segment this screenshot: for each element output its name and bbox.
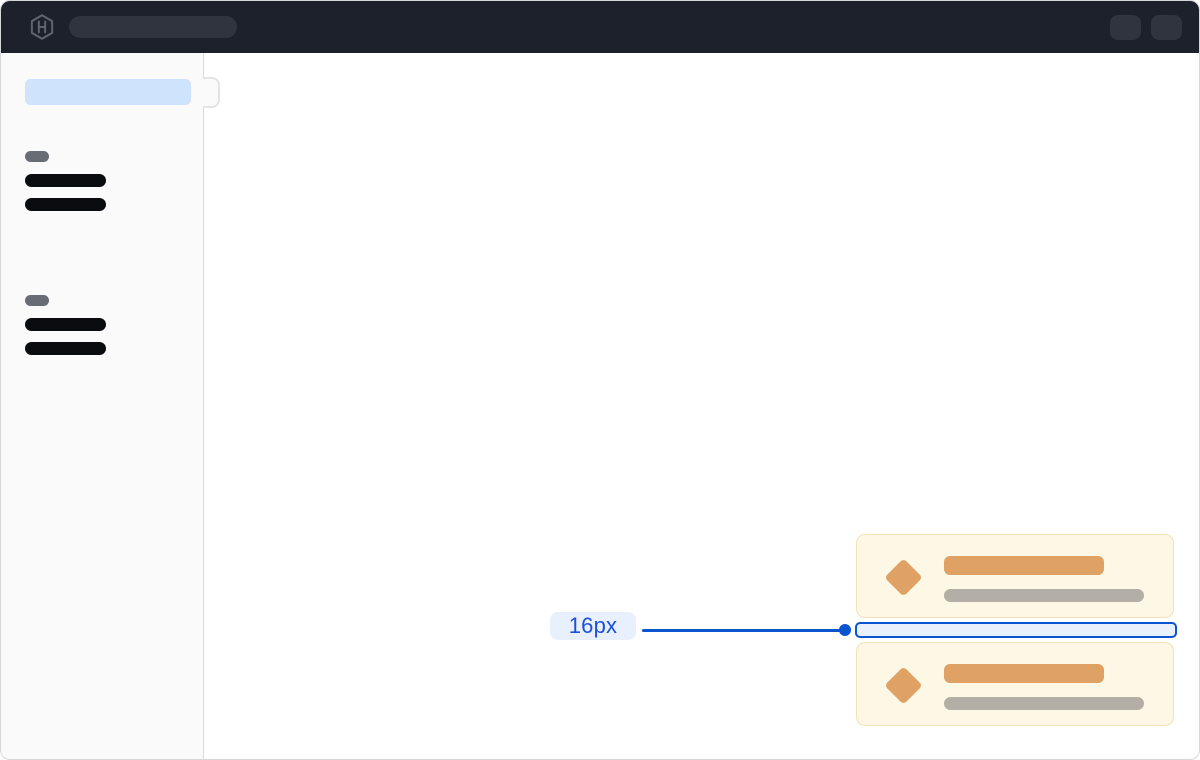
nav-actions: [1110, 15, 1182, 40]
sidebar-group1-label-placeholder: [25, 151, 49, 162]
card-subtitle-placeholder: [944, 697, 1144, 710]
list-item-card[interactable]: [856, 534, 1174, 618]
measurement-leader-line: [642, 629, 842, 632]
sidebar-group2-label-placeholder: [25, 295, 49, 306]
sidebar-group1-item-placeholder[interactable]: [25, 174, 106, 187]
nav-search-placeholder[interactable]: [69, 16, 237, 38]
measurement-dot: [839, 624, 851, 636]
nav-action-placeholder-1[interactable]: [1110, 15, 1141, 40]
diamond-icon: [884, 558, 923, 597]
sidebar-group1-item-placeholder[interactable]: [25, 198, 106, 211]
spacing-highlight-box: [855, 622, 1177, 638]
hashicorp-logo-icon: [30, 14, 54, 40]
card-title-placeholder: [944, 556, 1104, 575]
card-title-placeholder: [944, 664, 1104, 683]
sidebar: [1, 53, 220, 759]
diamond-icon: [884, 666, 923, 705]
sidebar-active-item-placeholder[interactable]: [25, 79, 191, 105]
sidebar-group2-item-placeholder[interactable]: [25, 318, 106, 331]
sidebar-flyout-tab[interactable]: [203, 77, 220, 108]
sidebar-group2-item-placeholder[interactable]: [25, 342, 106, 355]
card-subtitle-placeholder: [944, 589, 1144, 602]
list-item-card[interactable]: [856, 642, 1174, 726]
nav-action-placeholder-2[interactable]: [1151, 15, 1182, 40]
top-navbar: [1, 1, 1199, 53]
spacing-measurement-label: 16px: [550, 612, 636, 640]
